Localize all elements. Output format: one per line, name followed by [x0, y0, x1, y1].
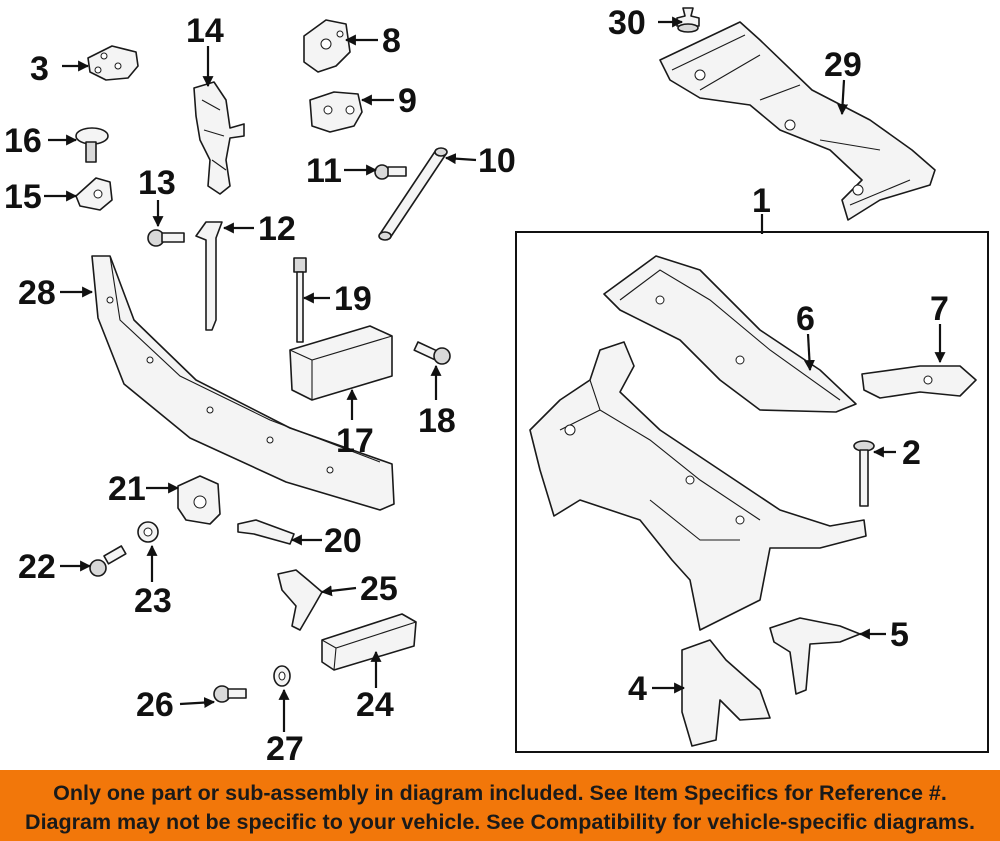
part-20-plate: [237, 519, 295, 545]
part-28-reinforcement-beam: [91, 255, 395, 511]
disclaimer-line-1: Only one part or sub-assembly in diagram…: [53, 781, 947, 805]
callout-13: 13: [138, 164, 176, 202]
callout-22: 22: [18, 548, 56, 586]
part-27-washer: [273, 665, 291, 687]
part-2-bolt: [853, 440, 875, 507]
part-16-clip: [75, 127, 109, 163]
callout-12: 12: [258, 210, 296, 248]
part-4-bracket: [681, 639, 771, 747]
callout-19: 19: [334, 280, 372, 318]
disclaimer-line-2: Diagram may not be specific to your vehi…: [25, 810, 975, 834]
part-29-upper-frame: [659, 21, 936, 221]
callout-29: 29: [824, 46, 862, 84]
callout-17: 17: [336, 422, 374, 460]
callout-23: 23: [134, 582, 172, 620]
callout-16: 16: [4, 122, 42, 160]
part-21-bracket: [177, 475, 221, 525]
callout-30: 30: [608, 4, 646, 42]
part-24-absorber: [321, 613, 417, 671]
part-14-bracket: [193, 81, 245, 195]
part-17-bracket: [289, 325, 393, 401]
part-7-bracket: [861, 365, 977, 399]
part-25-bracket: [277, 569, 323, 631]
callout-24: 24: [356, 686, 394, 724]
part-1-front-frame: [529, 341, 867, 631]
part-5-bracket: [769, 617, 861, 695]
part-13-bolt: [147, 229, 185, 247]
part-26-bolt: [213, 685, 247, 703]
callout-18: 18: [418, 402, 456, 440]
callout-numbers: 3 14 8 9 16 15 13 11 10 12 28 19 17 18 2…: [4, 4, 949, 768]
callout-20: 20: [324, 522, 362, 560]
part-22-bolt: [89, 545, 127, 577]
part-30-clip: [676, 7, 700, 33]
part-12-rod: [195, 221, 223, 331]
callout-6: 6: [796, 300, 815, 338]
part-8-bracket: [303, 19, 351, 73]
callout-10: 10: [478, 142, 516, 180]
part-18-bolt: [413, 341, 451, 365]
part-6-cowl-panel: [603, 255, 857, 413]
callout-4: 4: [628, 670, 647, 708]
part-9-bracket: [309, 91, 363, 133]
callout-3: 3: [30, 50, 49, 88]
callout-21: 21: [108, 470, 146, 508]
callout-8: 8: [382, 22, 401, 60]
callout-15: 15: [4, 178, 42, 216]
leader-arrows: [44, 16, 946, 732]
callout-27: 27: [266, 730, 304, 768]
callout-26: 26: [136, 686, 174, 724]
callout-1: 1: [752, 182, 771, 220]
callout-25: 25: [360, 570, 398, 608]
part-3-bracket: [87, 45, 139, 81]
part-11-bolt: [374, 164, 407, 180]
callout-2: 2: [902, 434, 921, 472]
callout-7: 7: [930, 290, 949, 328]
callout-28: 28: [18, 274, 56, 312]
part-15-bracket: [75, 177, 113, 211]
part-19-long-bolt: [293, 257, 307, 343]
callout-5: 5: [890, 616, 909, 654]
callout-11: 11: [306, 152, 342, 190]
part-23-washer: [137, 521, 159, 543]
callout-14: 14: [186, 12, 224, 50]
disclaimer-banner: Only one part or sub-assembly in diagram…: [0, 770, 1000, 841]
exploded-parts-diagram: 3 14 8 9 16 15 13 11 10 12 28 19 17 18 2…: [4, 4, 989, 768]
part-10-brace-rod: [378, 147, 448, 241]
assembly-box: [515, 231, 989, 753]
callout-9: 9: [398, 82, 417, 120]
